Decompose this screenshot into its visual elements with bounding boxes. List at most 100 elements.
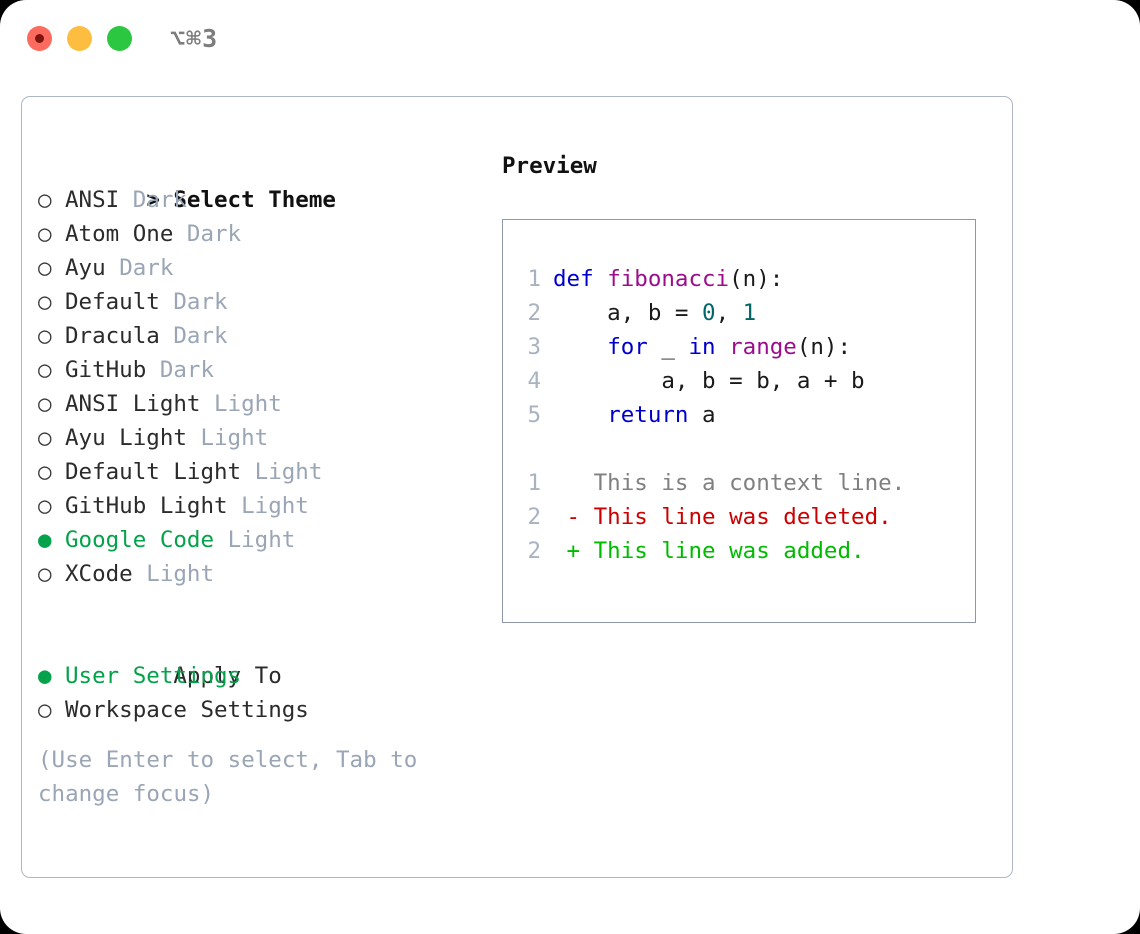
diff-text: This line was added. xyxy=(580,538,865,564)
radio-unselected-icon[interactable]: ○ xyxy=(38,697,52,723)
theme-list-item[interactable]: ○ Default Dark xyxy=(38,285,488,319)
minimize-button[interactable] xyxy=(67,26,92,51)
line-number: 4 xyxy=(527,368,541,394)
theme-variant-tag: Light xyxy=(227,527,296,553)
apply-to-header: Apply To xyxy=(38,625,488,689)
code-token: a, b = b, a + b xyxy=(553,368,865,394)
theme-name: Atom One xyxy=(65,221,174,247)
radio-unselected-icon[interactable]: ○ xyxy=(38,255,52,281)
spacer xyxy=(200,391,214,417)
spacer xyxy=(119,187,133,213)
theme-picker-header: > Select Theme xyxy=(38,149,488,213)
code-token: _ xyxy=(647,334,689,360)
code-line: 4 a, b = b, a + b xyxy=(515,364,905,398)
theme-variant-tag: Dark xyxy=(159,357,215,383)
apply-to-list: ● User Settings ○ Workspace Settings xyxy=(38,659,488,727)
content-panel: >Select Theme ○ANSI Dark○Atom One Dark○A… xyxy=(21,96,1013,878)
apply-to-label: User Settings xyxy=(65,663,242,689)
theme-list-item[interactable]: ○ANSI Light Light xyxy=(38,387,488,421)
theme-list: ○ ANSI Dark ○ Atom One Dark ○ Ayu Dark ○ Defaul… xyxy=(38,183,488,591)
radio-unselected-icon[interactable]: ○ xyxy=(38,221,52,247)
spacer xyxy=(106,255,120,281)
radio-unselected-icon[interactable]: ○ xyxy=(38,561,52,587)
theme-variant-tag: Light xyxy=(146,561,215,587)
code-token: def xyxy=(553,266,608,292)
list-spacer xyxy=(38,591,488,625)
radio-selected-icon[interactable]: ● xyxy=(38,663,52,689)
theme-list-item[interactable]: ● Google Code Light xyxy=(38,523,488,557)
theme-list-item[interactable]: ○GitHub Dark xyxy=(38,353,488,387)
apply-to-item[interactable]: ● User Settings xyxy=(38,659,488,693)
code-token xyxy=(553,402,607,428)
title-bar: ⌥⌘3 xyxy=(0,0,1140,78)
theme-name: Default Light xyxy=(65,459,242,485)
radio-unselected-icon[interactable]: ○ xyxy=(38,289,52,315)
theme-name: Default xyxy=(65,289,160,315)
radio-unselected-icon[interactable]: ○ xyxy=(38,323,52,349)
theme-list-item[interactable]: ○ANSI Dark xyxy=(38,183,488,217)
line-number: 3 xyxy=(527,334,541,360)
line-number: 5 xyxy=(527,402,541,428)
theme-name: Ayu Light xyxy=(65,425,187,451)
theme-name: XCode xyxy=(65,561,133,587)
close-button[interactable] xyxy=(27,26,52,51)
code-line: 5 return a xyxy=(515,398,905,432)
theme-variant-tag: Light xyxy=(200,425,269,451)
diff-line: 2 - This line was deleted. xyxy=(515,500,905,534)
radio-unselected-icon[interactable]: ○ xyxy=(38,425,52,451)
code-token: 1 xyxy=(742,300,757,326)
spacer xyxy=(173,221,187,247)
theme-list-item[interactable]: ○GitHub Light Light xyxy=(38,489,488,523)
page-title: Select Theme xyxy=(173,187,336,213)
spacer xyxy=(160,289,174,315)
spacer xyxy=(146,357,160,383)
theme-list-item[interactable]: ○ XCode Light xyxy=(38,557,488,591)
theme-variant-tag: Dark xyxy=(173,289,228,315)
line-number: 2 xyxy=(527,538,541,564)
theme-name: ANSI xyxy=(65,187,120,213)
code-line: 2 a, b = 0, 1 xyxy=(515,296,905,330)
theme-list-item[interactable]: ○Atom One Dark xyxy=(38,217,488,251)
line-number: 1 xyxy=(527,266,541,292)
code-token xyxy=(716,334,730,360)
radio-selected-icon[interactable]: ● xyxy=(38,527,52,553)
theme-list-item[interactable]: ○Ayu Dark xyxy=(38,251,488,285)
theme-list-item[interactable]: ○ Default Light Light xyxy=(38,455,488,489)
diff-line: 1 This is a context line. xyxy=(515,466,905,500)
radio-unselected-icon[interactable]: ○ xyxy=(38,357,52,383)
theme-list-item[interactable]: ○ Ayu Light Light xyxy=(38,421,488,455)
theme-variant-tag: Light xyxy=(254,459,323,485)
keyboard-shortcut-label: ⌥⌘3 xyxy=(170,24,219,53)
preview-title: Preview xyxy=(502,153,597,179)
apply-to-label: Workspace Settings xyxy=(65,697,309,723)
theme-variant-tag: Dark xyxy=(173,323,228,349)
maximize-button[interactable] xyxy=(107,26,132,51)
radio-unselected-icon[interactable]: ○ xyxy=(38,459,52,485)
theme-variant-tag: Light xyxy=(214,391,282,417)
code-token: in xyxy=(688,334,716,360)
diff-text: This is a context line. xyxy=(580,470,906,496)
spacer xyxy=(160,323,174,349)
theme-name: Ayu xyxy=(65,255,106,281)
radio-unselected-icon[interactable]: ○ xyxy=(38,187,52,213)
theme-name: Google Code xyxy=(65,527,215,553)
theme-list-item[interactable]: ○Dracula Dark xyxy=(38,319,488,353)
spacer xyxy=(228,493,242,519)
code-token: return xyxy=(607,402,689,428)
apply-to-item[interactable]: ○ Workspace Settings xyxy=(38,693,488,727)
prompt-caret-icon: > xyxy=(146,187,160,213)
code-token: for xyxy=(607,334,648,360)
code-token: 0 xyxy=(702,300,716,326)
radio-unselected-icon[interactable]: ○ xyxy=(38,391,52,417)
keyboard-hint: (Use Enter to select, Tab to change focu… xyxy=(38,747,418,807)
radio-unselected-icon[interactable]: ○ xyxy=(38,493,52,519)
diff-sign: - xyxy=(553,504,581,530)
line-number: 1 xyxy=(527,470,541,496)
spacer xyxy=(241,459,255,485)
code-token: , xyxy=(715,300,743,326)
code-token: a xyxy=(688,402,716,428)
